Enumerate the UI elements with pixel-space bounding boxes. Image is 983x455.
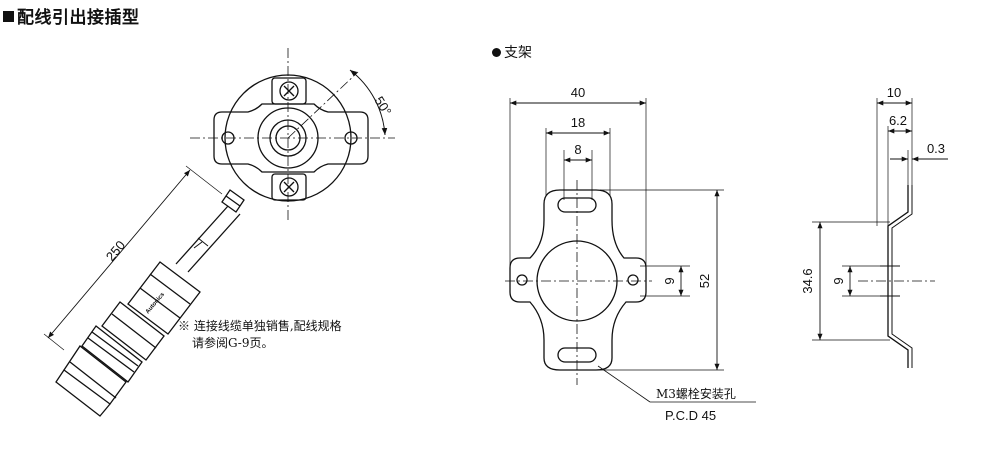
cable-length-label: 250 <box>103 238 128 264</box>
bracket-center-hole <box>536 240 618 322</box>
bracket-title-text: 支架 <box>504 45 532 61</box>
dim-9-front-label: 9 <box>662 277 677 284</box>
bottom-screw-tab <box>271 173 307 201</box>
shaft-inner <box>275 125 301 151</box>
hole-label: M3螺栓安装孔 <box>656 386 736 401</box>
dim-9-side-label: 9 <box>831 277 846 284</box>
dim-10-label: 10 <box>887 85 901 100</box>
square-bullet-icon <box>3 11 14 22</box>
page-title-text: 配线引出接插型 <box>17 8 140 28</box>
flange-slot-left <box>221 131 235 145</box>
dim-6-2-label: 6.2 <box>889 113 907 128</box>
connector-cap <box>55 369 111 417</box>
bracket-section-title: 支架 <box>492 42 532 62</box>
shaft-outer <box>257 107 319 169</box>
bottom-screw-icon <box>279 177 299 197</box>
page-title: 配线引出接插型 <box>3 3 140 28</box>
encoder-flange <box>213 103 369 173</box>
top-screw-icon <box>279 81 299 101</box>
encoder-drawing <box>43 48 395 417</box>
dim-18-label: 18 <box>571 115 585 130</box>
cable-gland <box>221 189 245 213</box>
dim-8-label: 8 <box>574 142 581 157</box>
dim-40-label: 40 <box>571 85 585 100</box>
side-profile <box>887 185 909 368</box>
bracket-slot-top <box>557 197 597 213</box>
note-line-1: ※ 连接线缆单独销售,配线规格 <box>178 319 342 333</box>
dim-0-3-label: 0.3 <box>927 141 945 156</box>
bullet-dot-icon <box>492 48 501 57</box>
bracket-hole-left <box>516 274 528 286</box>
angle-label: 50° <box>371 94 394 119</box>
top-screw-tab <box>271 77 307 105</box>
dim-52-label: 52 <box>697 274 712 288</box>
cable-line-1 <box>175 205 229 265</box>
bracket-front-drawing <box>505 98 756 403</box>
pcd-label: P.C.D 45 <box>665 408 716 423</box>
note-line-2: 请参阅G-9页。 <box>192 336 274 350</box>
cable-line-2 <box>187 213 241 273</box>
hole-leader <box>597 365 651 403</box>
dim-34-6-label: 34.6 <box>800 268 815 293</box>
cable-note: ※ 连接线缆单独销售,配线规格请参阅G-9页。 <box>178 318 342 352</box>
bracket-slot-bottom <box>557 347 597 363</box>
bracket-outline <box>509 189 647 371</box>
encoder-body <box>224 74 352 202</box>
connector-grip <box>81 325 143 383</box>
bracket-side-drawing <box>812 98 948 368</box>
angle-arc <box>349 69 388 136</box>
dim-line-250 <box>47 169 191 339</box>
bracket-hole-right <box>627 274 639 286</box>
